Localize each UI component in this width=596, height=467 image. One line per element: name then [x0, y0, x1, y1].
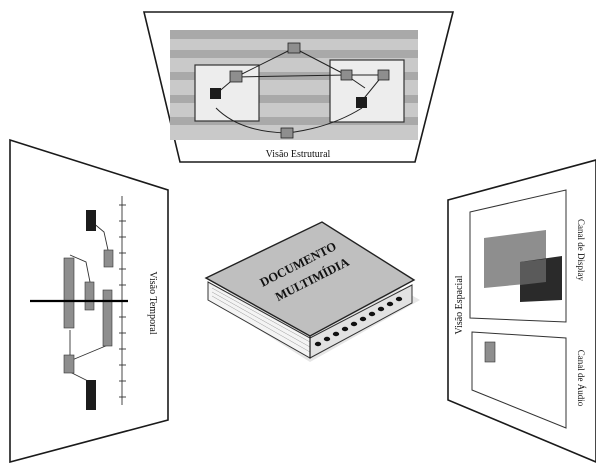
timeline-bar [64, 355, 74, 373]
structural-view-panel: Visão Estrutural [144, 12, 453, 162]
spatial-view-label: Visão Espacial [454, 275, 465, 334]
structural-node [230, 71, 242, 82]
composite-node-right [330, 60, 404, 122]
timeline-bar [64, 258, 74, 328]
timeline-bar [103, 290, 112, 346]
structural-node [288, 43, 300, 53]
timeline-bar [104, 250, 113, 267]
timeline-bar-dark [86, 380, 96, 410]
audio-region [485, 342, 495, 362]
structural-node [341, 70, 352, 80]
temporal-view-label: Visão Temporal [147, 271, 158, 334]
spatial-view-panel: Visão Espacial Canal de Display Canal de… [448, 160, 596, 462]
display-region-overlap [520, 259, 546, 285]
structural-node [378, 70, 389, 80]
structural-node [281, 128, 293, 138]
composite-node-left [195, 65, 259, 121]
structural-node-dark [210, 88, 221, 99]
structural-node-dark [356, 97, 367, 108]
multimedia-document-book: DOCUMENTO MULTIMÍDIA [206, 222, 420, 362]
display-channel-label: Canal de Display [576, 219, 586, 281]
audio-channel-label: Canal de Áudio [576, 350, 586, 407]
timeline-bar-dark [86, 210, 96, 231]
temporal-view-panel: Visão Temporal [10, 140, 168, 462]
structural-view-label: Visão Estrutural [266, 149, 331, 160]
timeline-bar [85, 282, 94, 310]
